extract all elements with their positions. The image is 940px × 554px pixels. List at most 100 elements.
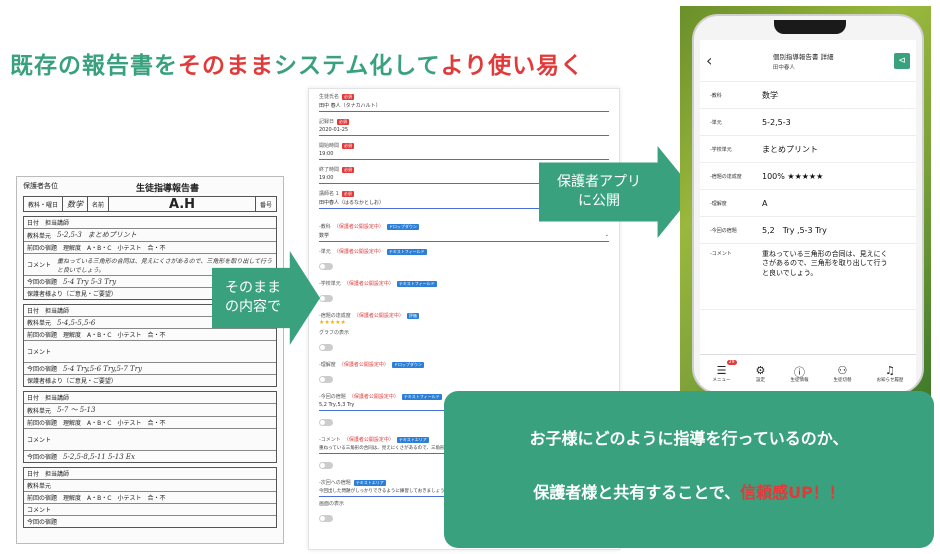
tab-menu[interactable]: ☰ 29 メニュー [712,360,737,383]
paper-form-title: 生徒指導報告書 [135,184,199,194]
entry-unit-label: 教科単元 [27,320,52,327]
app-header: ‹ 個別指導報告書 詳細 田中春人 ⊲ [700,40,916,82]
arrow2-line2: に公開 [578,193,620,209]
entry-hand-unit: 5-7 ～ 5-13 [57,406,96,414]
detail-label: -教科 [710,92,722,99]
entry-comment-label: コメント [27,349,52,356]
paper-number-label: 番号 [259,201,272,209]
comment-toggle[interactable] [319,462,333,469]
paper-report: 保護者各位 生徒指導報告書 教科・曜日 数学 名前 A.H 番号 日付担当講師 … [16,176,284,544]
public-tag: （保護者公開設定中） [343,437,394,443]
arrow1-line1: そのまま [225,280,281,297]
detail-value: 100% ★★★★★ [762,171,824,181]
entry-understand-label: 理解度 [63,495,82,502]
entry-teacher-label: 担当講師 [45,395,70,402]
detail-value: A [762,198,768,208]
form-field-value[interactable]: 田中 春人（タナカハルト） [319,100,609,112]
detail-row: -宿題の達成度 100% ★★★★★ [700,163,916,190]
star-rating-icon[interactable]: ★★★★★ [319,319,346,326]
detail-row: -学校単元 まとめプリント [700,136,916,163]
entry-grades: A・B・C [87,420,112,427]
bell-icon: ♫ [885,364,895,377]
entry-comment-label: コメント [27,507,52,514]
subject-label: -教科 [319,224,331,230]
detail-row: -今回の宿題 5,2 Try ,5-3 Try [700,217,916,244]
public-tag: （保護者公開設定中） [353,313,404,319]
comment-label: -コメント [319,437,341,443]
entry-today-hw-label: 今回の宿題 [27,279,58,286]
entry-prev-label: 前回の宿題 [27,420,58,427]
subject-select[interactable]: 数学⌄ [319,230,609,242]
detail-label: -コメント [710,251,732,257]
message-line2b: 信頼感UP！！ [740,483,845,502]
unit2-toggle[interactable] [319,295,333,302]
form-field-value[interactable]: 19:00 [319,173,609,184]
entry-hand-hw: 5-2,5-8,5-11 5-13 Ex [63,452,135,461]
entry-date-label: 日付 [27,395,40,402]
paper-top-row: 保護者各位 生徒指導報告書 [17,177,283,194]
form-field-label: 開始時間 [319,143,340,149]
tab-label: 生徒情報 [790,378,809,383]
entry-understand-label: 理解度 [63,420,82,427]
form-field: 生徒氏名必須 田中 春人（タナカハルト） [319,93,609,112]
form-field-label: 講師名 1 [319,191,339,197]
unit-toggle[interactable] [319,263,333,270]
tab-label: お知らせ履歴 [876,378,904,383]
graph-label: グラフの表示 [319,330,350,336]
detail-value: まとめプリント [762,144,818,154]
show-label: 画面の表示 [319,501,345,507]
arrow2-line1: 保護者アプリ [557,174,641,191]
headline-part1: 既存の報告書を [10,53,178,79]
detail-value: 5-2,5-3 [762,117,791,127]
form-field-value[interactable]: 19:00 [319,149,609,160]
entry-hand-print: まとめプリント [87,231,137,239]
form-field-unit: -単元（保護者公開設定中）テキストフィールド [319,248,609,274]
tab-settings[interactable]: ⚙ 設定 [756,364,766,383]
entry-hand-unit: 5-2,5-3 [57,231,82,239]
back-chevron-icon[interactable]: ‹ [706,51,713,70]
form-field-label: 生徒氏名 [319,94,340,100]
entry-comment-label: コメント [27,437,52,444]
public-tag: （保護者公開設定中） [338,362,389,368]
entry-hand-comment: 重ねっている三角形の合同は、見えにくさがあるので、三角形を取り出して行うと良いで… [57,257,273,274]
detail-row-comment: -コメント 重ねっている三角形の合同は、見えにくさがあるので、三角形を取り出して… [700,244,916,310]
show-toggle[interactable] [319,515,333,522]
form-field-stars: -宿題の達成度（保護者公開設定中）評価 ★★★★★ グラフの表示 [319,312,609,355]
entry-date-label: 日付 [27,471,40,478]
paper-org-label: 保護者各位 [23,182,58,190]
tag-rating: 評価 [406,312,419,319]
detail-row: -単元 5-2,5-3 [700,109,916,136]
stars-label: -宿題の達成度 [319,313,351,319]
tag-dropdown: ドロップダウン [386,223,419,230]
entry-today-hw-label: 今回の宿題 [27,366,58,373]
entry-pass-label: 合・不 [147,420,166,427]
tab-label: メニュー [712,378,731,383]
unit-label: -単元 [319,249,331,255]
form-field-value[interactable]: 田中春人（はるなかとしお） [319,197,609,209]
form-field-value[interactable]: 2020-01-25 [319,125,609,136]
understand-label: -理解度 [319,362,336,368]
paper-student-initials: A.H [109,197,256,212]
tab-notifications[interactable]: ♫ お知らせ履歴 [877,364,904,383]
detail-comment-value: 重ねっている三角形の合同は、見えにくさがあるので、三角形を取り出して行うと良いで… [762,250,888,277]
understand-toggle[interactable] [319,376,333,383]
tab-student-info[interactable]: ⓘ 生徒情報 [790,364,808,383]
paper-head-table: 教科・曜日 数学 名前 A.H 番号 [23,196,277,212]
arrow1-line2: の内容で [225,299,281,315]
paper-subject-day-value: 数学 [63,197,89,211]
entry-teacher-label: 担当講師 [45,308,70,315]
gear-icon: ⚙ [755,364,766,377]
public-tag: （保護者公開設定中） [333,249,384,255]
today-hw-toggle[interactable] [319,419,333,426]
graph-toggle[interactable] [319,344,333,351]
entry-understand-label: 理解度 [63,332,82,339]
tab-switch-student[interactable]: ⚇ 生徒切替 [833,364,851,383]
tag-text: テキストフィールド [396,280,437,287]
tag-icon[interactable]: ⊲ [893,52,910,69]
headline-part2: そのまま [178,53,274,79]
paper-subject-day-label: 教科・曜日 [24,197,64,211]
detail-label: -単元 [710,119,722,126]
entry-comment-label: コメント [27,262,52,269]
